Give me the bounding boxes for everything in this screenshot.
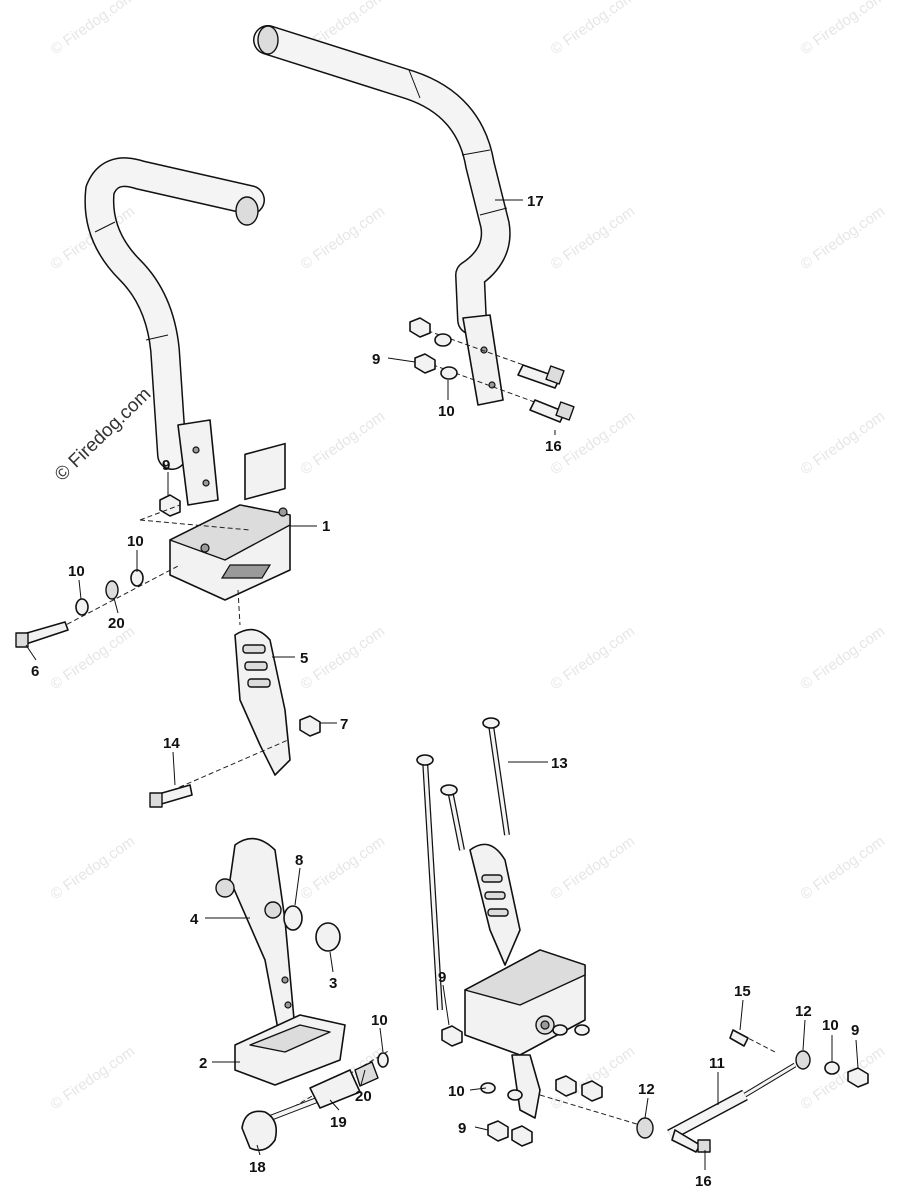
callout-7: 7 [340, 716, 348, 733]
credit-text: © Firedog.com [51, 384, 155, 486]
lever-lower [215, 837, 341, 1041]
bracket-upper [139, 442, 291, 601]
watermark: © Firedog.com [298, 203, 389, 273]
watermark: © Firedog.com [548, 623, 639, 693]
callout-12: 12 [795, 1003, 812, 1020]
callout-10: 10 [438, 403, 455, 420]
hardware-upper-right [409, 317, 575, 423]
watermark: © Firedog.com [798, 1043, 889, 1113]
callout-10: 10 [68, 563, 85, 580]
callout-9: 9 [372, 351, 380, 368]
callout-16: 16 [695, 1173, 712, 1190]
callout-18: 18 [249, 1159, 266, 1176]
watermark: © Firedog.com [298, 833, 389, 903]
callout-16: 16 [545, 438, 562, 455]
callout-4: 4 [190, 911, 199, 928]
leader-lines [25, 199, 859, 1170]
callout-2: 2 [199, 1055, 207, 1072]
callout-6: 6 [31, 663, 39, 680]
callout-9: 9 [851, 1022, 859, 1039]
callout-20: 20 [108, 615, 125, 632]
callout-17: 17 [527, 193, 544, 210]
handle-right [253, 25, 511, 406]
watermark: © Firedog.com [48, 1043, 139, 1113]
hardware-left-bolt [15, 564, 181, 648]
watermark: © Firedog.com [298, 623, 389, 693]
watermark: © Firedog.com [548, 0, 639, 58]
callout-9: 9 [438, 969, 446, 986]
watermark: © Firedog.com [798, 0, 889, 58]
callout-10: 10 [371, 1012, 388, 1029]
watermark: © Firedog.com [798, 833, 889, 903]
callout-19: 19 [330, 1114, 347, 1131]
callout-labels: 17 9 10 16 9 1 10 10 20 6 5 7 14 13 8 4 … [31, 193, 859, 1190]
callout-5: 5 [300, 650, 308, 667]
callout-9: 9 [458, 1120, 466, 1137]
callout-8: 8 [295, 852, 303, 869]
watermark: © Firedog.com [48, 623, 139, 693]
control-rods [416, 717, 510, 1011]
callout-15: 15 [734, 983, 751, 1000]
callout-1: 1 [322, 518, 330, 535]
gas-spring [667, 1029, 869, 1153]
callout-20: 20 [355, 1088, 372, 1105]
callout-10: 10 [448, 1083, 465, 1100]
watermark: © Firedog.com [48, 833, 139, 903]
hardware-lower-right [441, 1024, 654, 1147]
callout-13: 13 [551, 755, 568, 772]
watermark: © Firedog.com [298, 408, 389, 478]
callout-9: 9 [162, 457, 170, 474]
callout-10: 10 [822, 1017, 839, 1034]
watermark: © Firedog.com [48, 0, 139, 58]
handle-left [84, 157, 265, 506]
watermark: © Firedog.com [798, 623, 889, 693]
watermark: © Firedog.com [548, 203, 639, 273]
pedal-upper [149, 589, 321, 808]
watermark: © Firedog.com [798, 203, 889, 273]
callout-12: 12 [638, 1081, 655, 1098]
base-block-lower [234, 1014, 346, 1086]
callout-11: 11 [709, 1055, 725, 1072]
watermark: © Firedog.com [548, 833, 639, 903]
knob-assembly [241, 1049, 391, 1151]
callout-3: 3 [329, 975, 337, 992]
callout-14: 14 [163, 735, 180, 752]
watermark: © Firedog.com [798, 408, 889, 478]
callout-10: 10 [127, 533, 144, 550]
